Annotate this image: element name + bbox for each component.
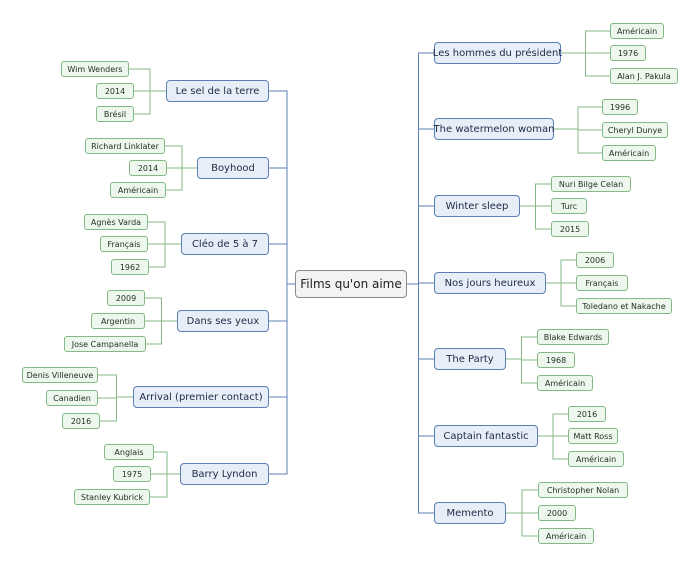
- detail-topic[interactable]: Stanley Kubrick: [74, 489, 150, 505]
- branch-line: [269, 90, 295, 285]
- root-topic[interactable]: Films qu'on aime: [295, 270, 407, 298]
- detail-topic[interactable]: Canadien: [46, 390, 98, 406]
- detail-line: [134, 90, 166, 115]
- detail-line: [506, 358, 537, 384]
- detail-line: [154, 451, 180, 475]
- detail-topic[interactable]: Américain: [538, 528, 594, 544]
- detail-topic[interactable]: 2016: [568, 406, 606, 422]
- branch-line: [269, 283, 295, 398]
- film-topic[interactable]: Arrival (premier contact): [133, 386, 269, 408]
- detail-line: [166, 167, 197, 191]
- detail-topic[interactable]: 2016: [62, 413, 100, 429]
- branch-line: [269, 283, 295, 475]
- detail-line: [520, 205, 551, 230]
- detail-line: [150, 473, 180, 498]
- branch-line: [269, 283, 295, 322]
- detail-line: [165, 145, 197, 169]
- detail-line: [554, 106, 602, 130]
- film-topic[interactable]: The watermelon woman: [434, 118, 554, 140]
- detail-topic[interactable]: Américain: [568, 451, 624, 467]
- detail-topic[interactable]: 2006: [576, 252, 614, 268]
- detail-topic[interactable]: 2015: [551, 221, 589, 237]
- film-topic[interactable]: Les hommes du président: [433, 42, 562, 64]
- branch-line: [407, 283, 434, 514]
- detail-line: [554, 128, 602, 154]
- detail-topic[interactable]: Blake Edwards: [537, 329, 609, 345]
- detail-topic[interactable]: Alan J. Pakula: [610, 68, 678, 84]
- detail-topic[interactable]: Américain: [610, 23, 664, 39]
- detail-line: [506, 336, 537, 360]
- detail-topic[interactable]: Agnès Varda: [84, 214, 148, 230]
- detail-topic[interactable]: Américain: [110, 182, 166, 198]
- detail-topic[interactable]: Français: [576, 275, 628, 291]
- detail-line: [129, 68, 166, 92]
- film-topic[interactable]: Barry Lyndon: [180, 463, 269, 485]
- detail-line: [538, 413, 568, 437]
- detail-topic[interactable]: Cheryl Dunye: [602, 122, 668, 138]
- detail-line: [98, 374, 133, 398]
- detail-topic[interactable]: 1975: [113, 466, 151, 482]
- film-topic[interactable]: Le sel de la terre: [166, 80, 269, 102]
- film-topic[interactable]: Dans ses yeux: [177, 310, 269, 332]
- film-topic[interactable]: Memento: [434, 502, 506, 524]
- detail-line: [145, 297, 177, 322]
- detail-line: [546, 282, 576, 307]
- detail-line: [149, 243, 181, 268]
- detail-topic[interactable]: Toledano et Nakache: [576, 298, 672, 314]
- detail-topic[interactable]: 2014: [96, 83, 134, 99]
- branch-line: [407, 283, 434, 360]
- detail-topic[interactable]: Nuri Bilge Celan: [551, 176, 631, 192]
- branch-line: [269, 167, 295, 285]
- detail-topic[interactable]: Turc: [551, 198, 587, 214]
- detail-topic[interactable]: 1996: [602, 99, 638, 115]
- detail-line: [546, 259, 576, 284]
- detail-line: [506, 489, 538, 514]
- detail-line: [506, 512, 538, 537]
- detail-topic[interactable]: Argentin: [91, 313, 145, 329]
- detail-line: [146, 320, 177, 345]
- detail-topic[interactable]: 2000: [538, 505, 576, 521]
- film-topic[interactable]: Winter sleep: [434, 195, 520, 217]
- detail-topic[interactable]: Américain: [602, 145, 656, 161]
- detail-topic[interactable]: 2014: [129, 160, 167, 176]
- detail-line: [561, 52, 610, 77]
- branch-line: [407, 283, 434, 437]
- detail-topic[interactable]: Brésil: [96, 106, 134, 122]
- detail-topic[interactable]: 1968: [537, 352, 575, 368]
- film-topic[interactable]: Captain fantastic: [434, 425, 538, 447]
- detail-topic[interactable]: Jose Campanella: [64, 336, 146, 352]
- detail-line: [520, 183, 551, 207]
- detail-topic[interactable]: 2009: [107, 290, 145, 306]
- detail-line: [538, 435, 568, 460]
- branch-line: [407, 205, 434, 285]
- detail-line: [100, 396, 133, 422]
- film-topic[interactable]: Cléo de 5 à 7: [181, 233, 269, 255]
- detail-topic[interactable]: 1962: [111, 259, 149, 275]
- detail-topic[interactable]: Anglais: [104, 444, 154, 460]
- detail-topic[interactable]: Matt Ross: [568, 428, 618, 444]
- detail-topic[interactable]: Français: [100, 236, 148, 252]
- detail-line: [148, 221, 181, 245]
- branch-line: [407, 52, 434, 285]
- detail-topic[interactable]: 1976: [610, 45, 646, 61]
- detail-topic[interactable]: Wim Wenders: [61, 61, 129, 77]
- film-topic[interactable]: Boyhood: [197, 157, 269, 179]
- detail-topic[interactable]: Denis Villeneuve: [22, 367, 98, 383]
- film-topic[interactable]: The Party: [434, 348, 506, 370]
- branch-line: [269, 243, 295, 285]
- film-topic[interactable]: Nos jours heureux: [434, 272, 546, 294]
- detail-line: [561, 30, 610, 54]
- detail-topic[interactable]: Christopher Nolan: [538, 482, 628, 498]
- detail-topic[interactable]: Richard Linklater: [85, 138, 165, 154]
- detail-topic[interactable]: Américain: [537, 375, 593, 391]
